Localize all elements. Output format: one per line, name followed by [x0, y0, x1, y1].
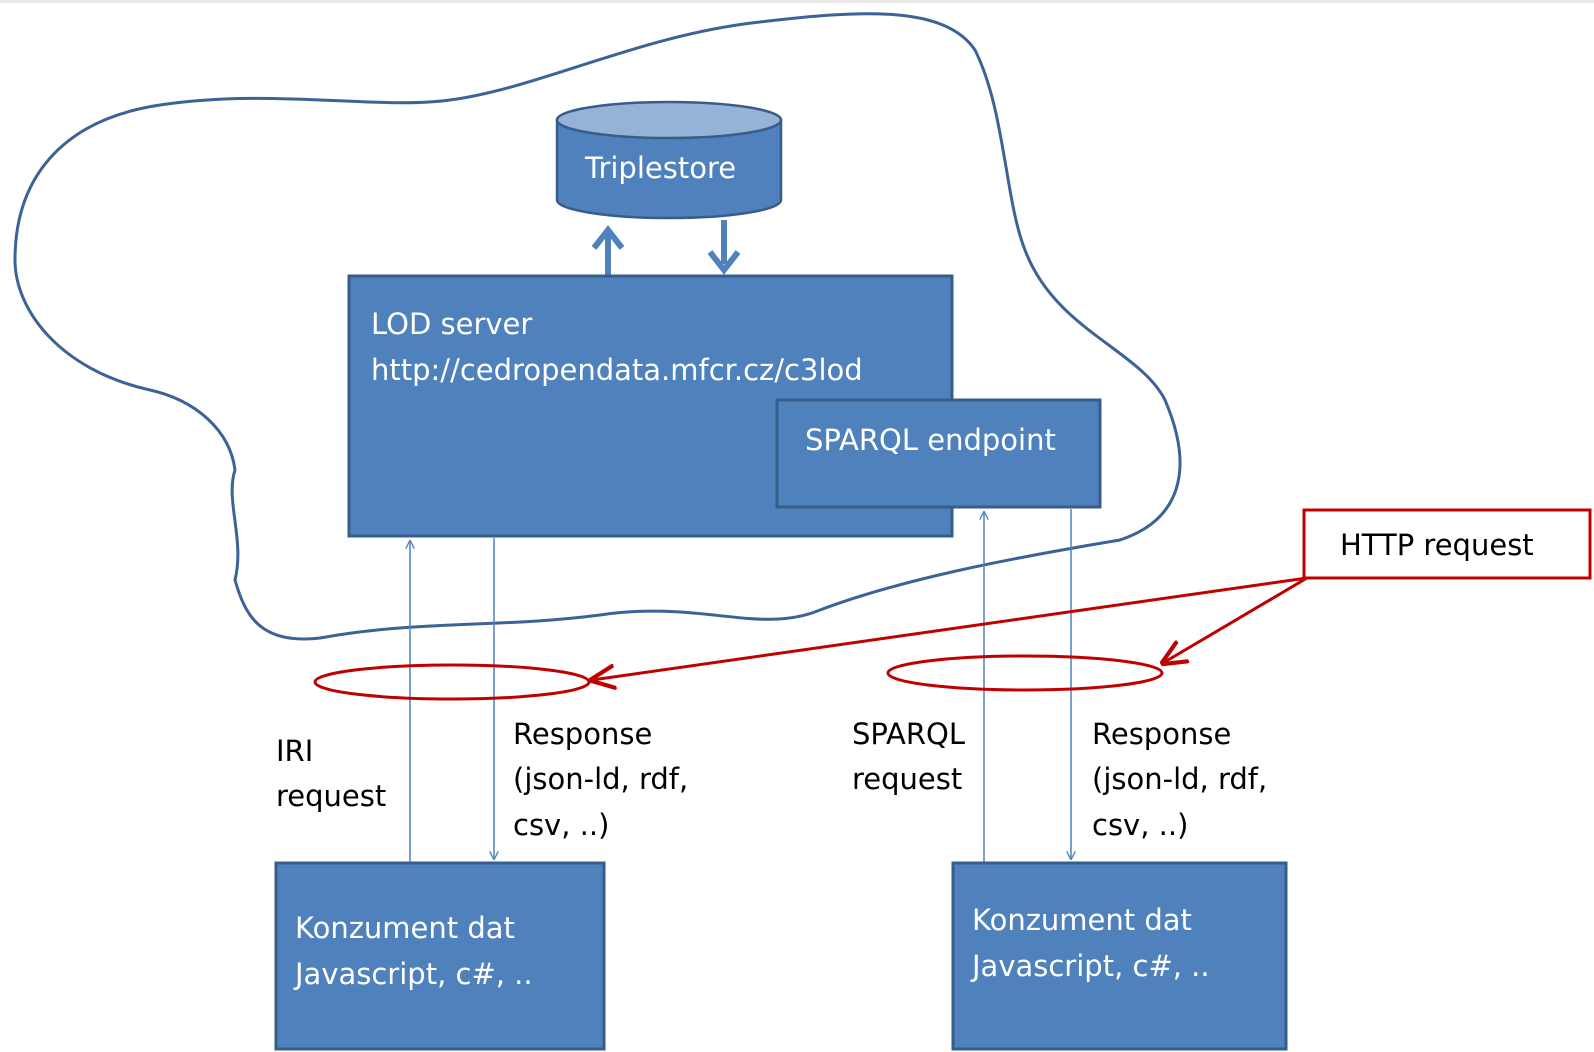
left-response-line3: csv, ..) [513, 808, 610, 842]
http-request-callout [1302, 508, 1592, 580]
sparql-request-line1: SPARQL [852, 717, 966, 751]
left-request-highlight [313, 663, 591, 701]
callout-arrow-left [592, 576, 1308, 680]
consumer-left-line2: Javascript, c#, .. [295, 957, 533, 991]
lod-server-url: http://cedropendata.mfcr.cz/c3lod [371, 353, 863, 387]
cloud-boundary [13, 12, 1182, 641]
consumer-left-line1: Konzument dat [295, 911, 515, 945]
http-request-label: HTTP request [1340, 528, 1534, 562]
top-border [0, 0, 1594, 3]
lod-server-title: LOD server [371, 307, 533, 341]
triplestore-label: Triplestore [585, 151, 737, 185]
iri-request-line1: IRI [276, 734, 314, 768]
consumer-right-line1: Konzument dat [972, 903, 1192, 937]
callout-arrow-right [1163, 576, 1308, 663]
consumer-left-box [274, 861, 606, 1051]
sparql-request-line2: request [852, 762, 963, 796]
right-response-line1: Response [1092, 717, 1232, 751]
sparql-endpoint-box [775, 398, 1102, 509]
consumer-right-box [951, 861, 1288, 1051]
iri-request-line2: request [276, 779, 387, 813]
consumer-right-line2: Javascript, c#, .. [972, 949, 1210, 983]
triplestore-cylinder [555, 100, 783, 220]
arrow-server-to-triplestore [591, 225, 625, 276]
right-response-line3: csv, ..) [1092, 808, 1189, 842]
left-response-line1: Response [513, 717, 653, 751]
sparql-endpoint-label: SPARQL endpoint [805, 423, 1056, 457]
right-response-line2: (json-ld, rdf, [1092, 762, 1268, 796]
left-response-line2: (json-ld, rdf, [513, 762, 689, 796]
arrow-triplestore-to-server [707, 220, 741, 275]
right-request-highlight [886, 654, 1164, 692]
